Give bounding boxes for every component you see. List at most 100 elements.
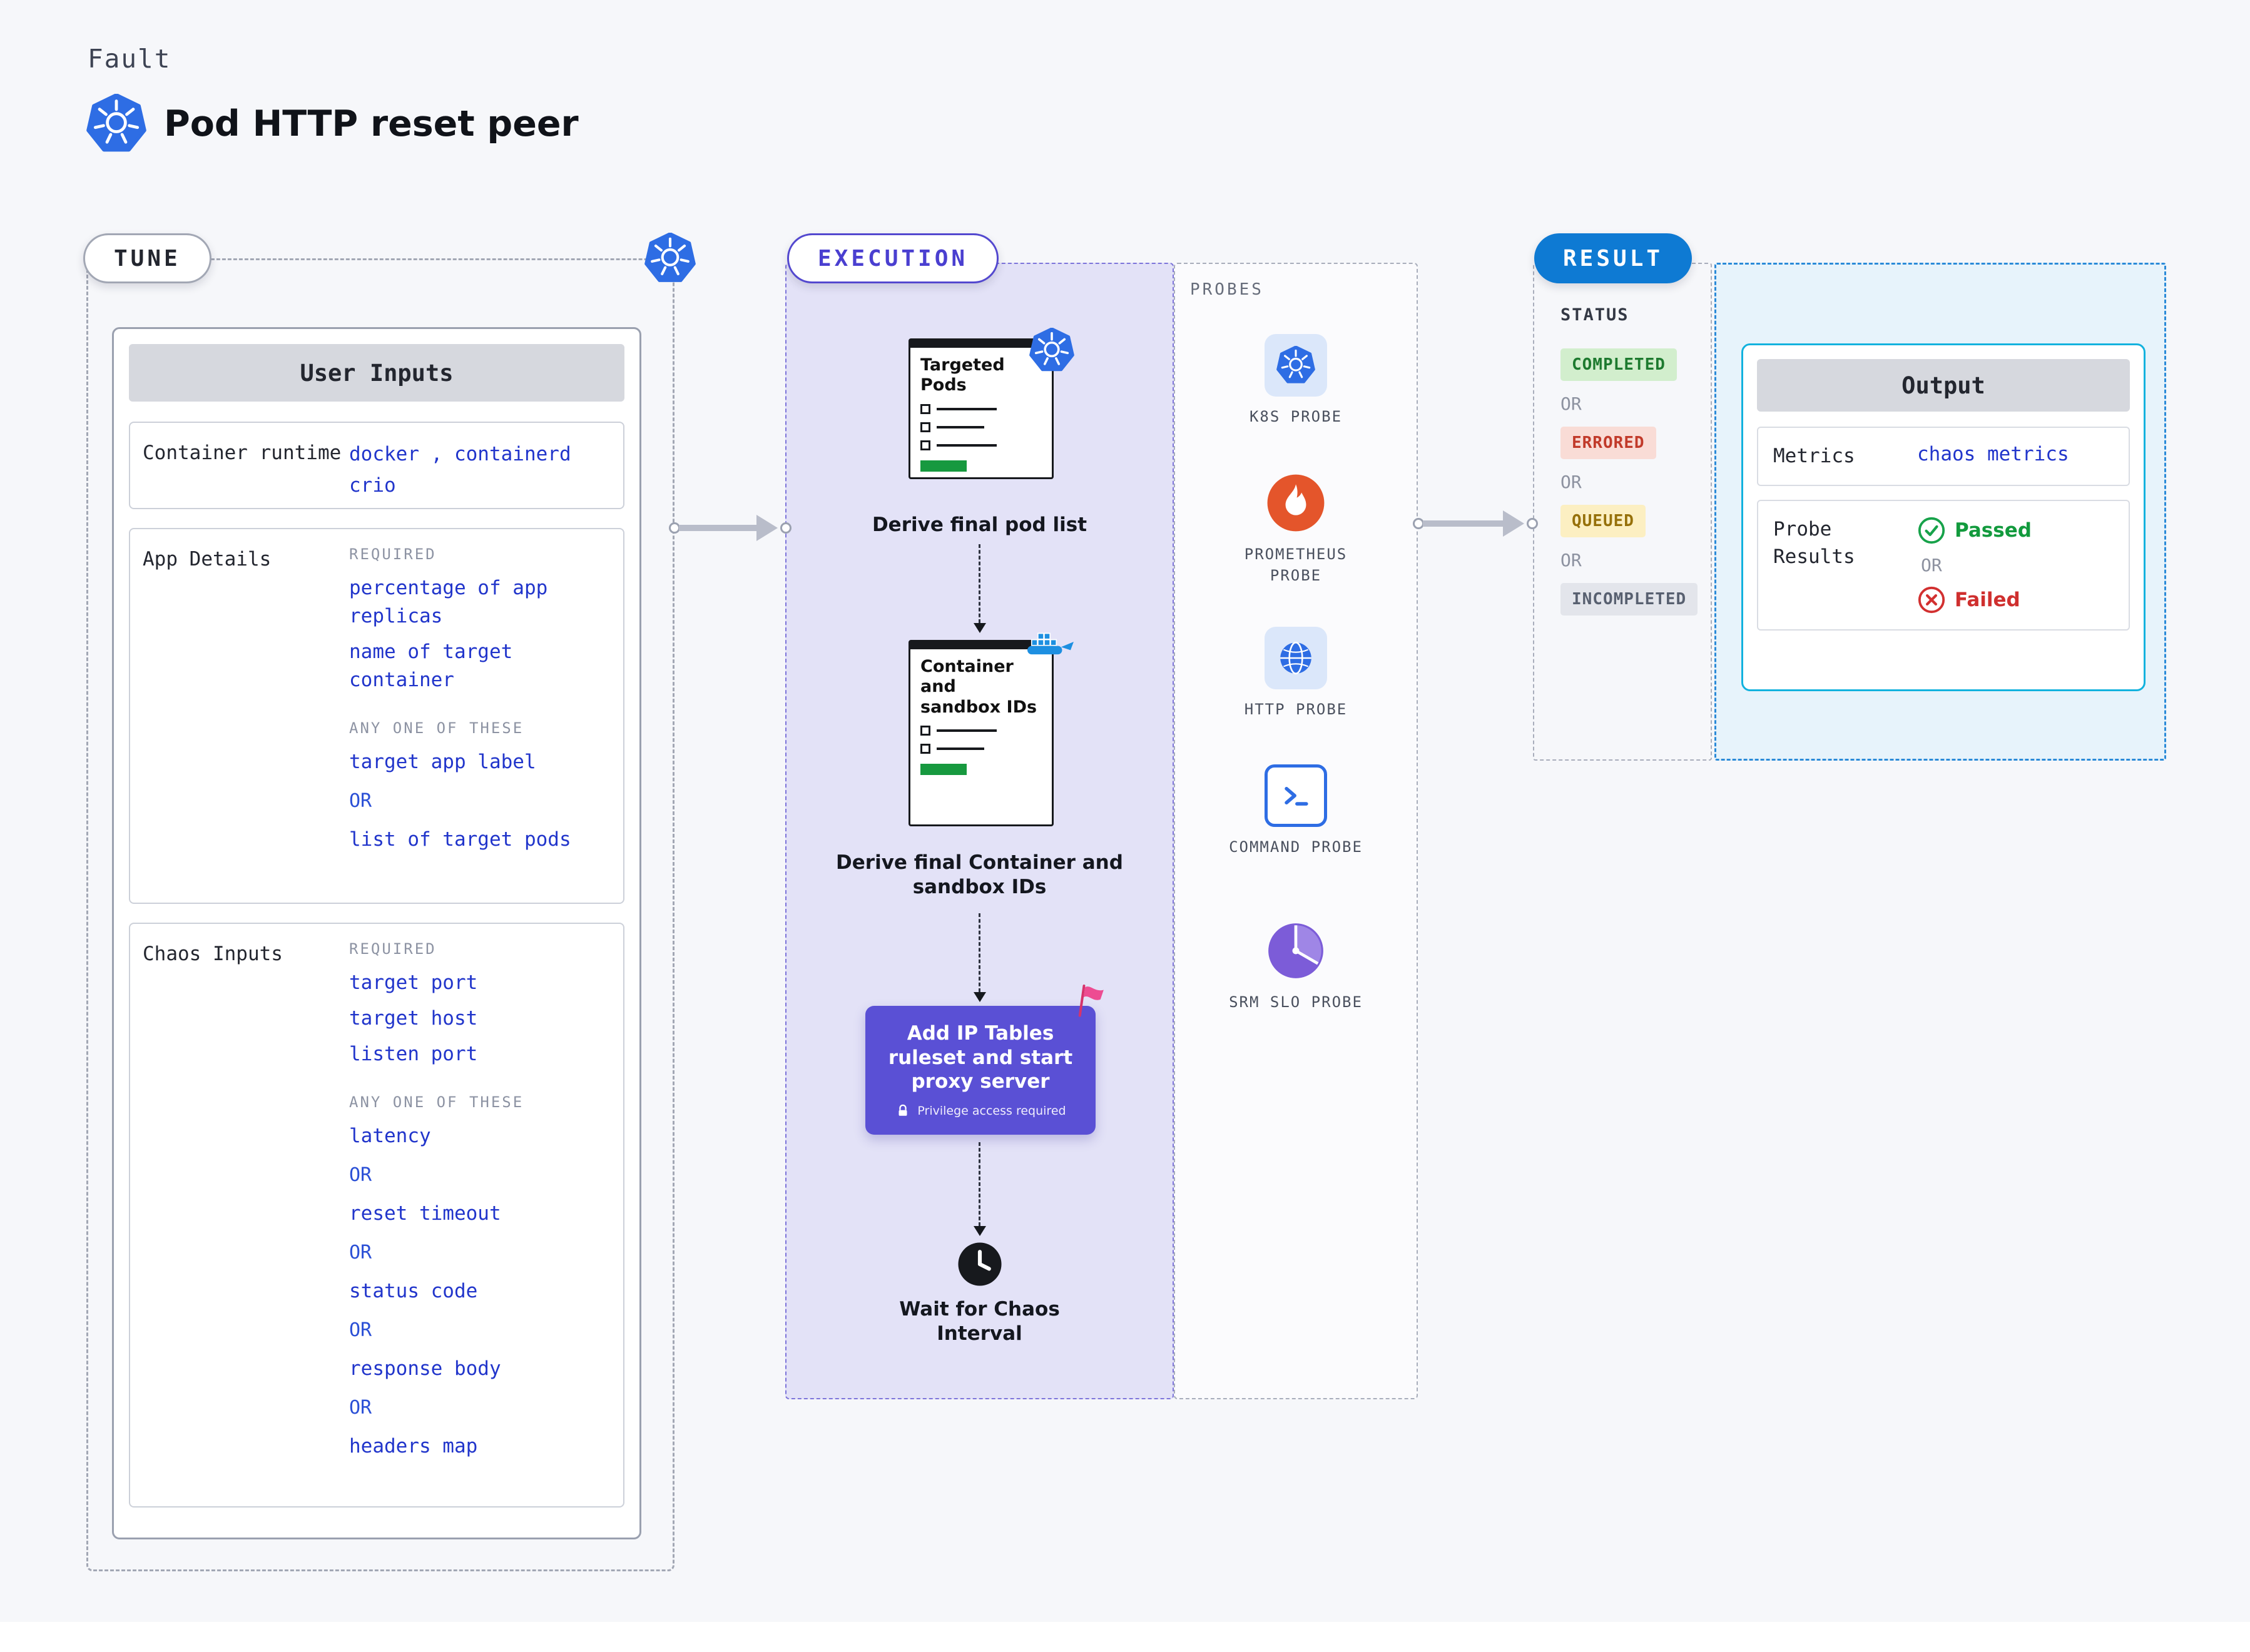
passed-label: Passed	[1955, 519, 2032, 542]
runtime-values-line1[interactable]: docker , containerd	[349, 443, 571, 465]
input-link[interactable]: list of target pods	[349, 828, 571, 851]
arrow-end-dot	[1527, 518, 1538, 529]
probe-item-srm-slo: SRM SLO PROBE	[1175, 920, 1417, 1013]
input-link[interactable]: listen port	[349, 1042, 478, 1065]
tune-to-execution-arrow	[669, 515, 792, 541]
pod-list-item	[920, 422, 1042, 432]
card-titlebar	[910, 642, 1052, 649]
input-link[interactable]: percentage of app replicas	[349, 577, 548, 627]
probe-label: PROMETHEUS PROBE	[1244, 545, 1348, 584]
app-details-label: App Details	[143, 548, 272, 570]
probe-item-command: COMMAND PROBE	[1175, 764, 1417, 858]
checkbox-icon	[920, 744, 930, 754]
required-label: REQUIRED	[349, 940, 437, 958]
lock-icon	[895, 1103, 911, 1119]
flow-connector	[973, 544, 986, 633]
container-sandbox-card: Container and sandbox IDs	[909, 640, 1054, 826]
clock-icon	[957, 1241, 1003, 1287]
input-link[interactable]: target app label	[349, 750, 536, 773]
checkbox-icon	[920, 726, 930, 736]
arrow-shaft	[1423, 520, 1504, 527]
status-heading: STATUS	[1560, 305, 1629, 325]
execution-to-result-arrow	[1413, 510, 1538, 537]
status-panel: STATUS COMPLETED OR ERRORED OR QUEUED OR…	[1533, 263, 1712, 761]
arrow-shaft	[679, 525, 758, 531]
failed-result: Failed	[1917, 585, 2032, 614]
tune-pill: TUNE	[83, 233, 211, 283]
targeted-pods-card: Targeted Pods	[909, 338, 1054, 479]
app-details-row: App Details REQUIRED percentage of app r…	[129, 528, 624, 904]
footer-strip	[0, 1622, 2250, 1652]
step-caption: Wait for Chaos Interval	[899, 1298, 1060, 1345]
or-separator: OR	[349, 789, 372, 812]
pod-list-item	[920, 403, 1042, 414]
probe-results-label: Probe Results	[1773, 518, 1855, 568]
or-separator: OR	[1921, 555, 1942, 576]
user-inputs-header: User Inputs	[129, 344, 624, 402]
user-inputs-card: User Inputs Container runtime docker , c…	[112, 327, 641, 1539]
page-title: Pod HTTP reset peer	[164, 103, 579, 144]
input-link[interactable]: status code	[349, 1279, 478, 1302]
probe-item-http: HTTP PROBE	[1175, 627, 1417, 721]
output-card: Output Metrics chaos metrics Probe Resul…	[1741, 343, 2146, 691]
prometheus-probe-icon	[1265, 472, 1327, 534]
kubernetes-icon	[1029, 328, 1074, 373]
input-link[interactable]: reset timeout	[349, 1202, 501, 1225]
docker-icon	[1024, 626, 1077, 664]
or-separator: OR	[349, 1241, 372, 1264]
output-header: Output	[1757, 359, 2130, 412]
checkbox-icon	[920, 422, 930, 432]
add-iptables-step: Add IP Tables ruleset and start proxy se…	[865, 1006, 1096, 1135]
probes-panel: PROBES K8S PROBE PROMETHEUS PROBE HTTP P…	[1174, 263, 1418, 1399]
status-badge-completed: COMPLETED	[1560, 348, 1677, 381]
chaos-metrics-link[interactable]: chaos metrics	[1917, 443, 2069, 465]
command-probe-icon	[1265, 764, 1327, 827]
probe-label: COMMAND PROBE	[1229, 838, 1363, 856]
privilege-text: Privilege access required	[917, 1104, 1066, 1118]
required-label: REQUIRED	[349, 545, 437, 563]
k8s-probe-icon	[1265, 334, 1327, 397]
flow-connector	[973, 913, 986, 1002]
probe-item-k8s: K8S PROBE	[1175, 334, 1417, 428]
input-link[interactable]: target host	[349, 1006, 478, 1030]
passed-result: Passed	[1917, 516, 2032, 545]
id-list-item	[920, 744, 1042, 754]
failed-label: Failed	[1955, 589, 2020, 612]
fault-eyebrow: Fault	[88, 44, 171, 74]
input-link[interactable]: headers map	[349, 1434, 478, 1457]
or-separator: OR	[349, 1163, 372, 1186]
execution-pill: EXECUTION	[787, 233, 999, 283]
output-region: Output Metrics chaos metrics Probe Resul…	[1714, 263, 2166, 761]
pod-list-item	[920, 440, 1042, 450]
container-runtime-label: Container runtime	[143, 442, 342, 464]
step-caption: Derive final Container and sandbox IDs	[836, 851, 1123, 898]
status-badge-errored: ERRORED	[1560, 427, 1656, 459]
input-link[interactable]: latency	[349, 1124, 431, 1147]
result-pill: RESULT	[1534, 233, 1693, 283]
probe-label: SRM SLO PROBE	[1229, 993, 1363, 1011]
arrow-end-dot	[780, 522, 792, 534]
step-button-label: Add IP Tables ruleset and start proxy se…	[888, 1021, 1073, 1093]
kubernetes-icon	[86, 94, 146, 154]
arrow-head	[756, 515, 778, 541]
page-header: Pod HTTP reset peer	[86, 94, 579, 154]
input-link[interactable]: response body	[349, 1357, 501, 1380]
id-list-item	[920, 726, 1042, 736]
execution-panel: Targeted Pods Derive final pod list Cont…	[785, 263, 1174, 1399]
chaos-inputs-row: Chaos Inputs REQUIRED target port target…	[129, 923, 624, 1508]
input-link[interactable]: name of target container	[349, 640, 513, 691]
probe-results-row: Probe Results Passed OR Failed	[1757, 500, 2130, 631]
x-circle-icon	[1917, 585, 1946, 614]
input-link[interactable]: target port	[349, 971, 478, 994]
http-probe-icon	[1265, 627, 1327, 689]
checkbox-icon	[920, 403, 930, 414]
srm-slo-probe-icon	[1265, 920, 1327, 982]
card-title: Targeted Pods	[920, 355, 1005, 395]
or-separator: OR	[1560, 550, 1582, 570]
runtime-values-line2[interactable]: crio	[349, 474, 396, 497]
probe-item-prometheus: PROMETHEUS PROBE	[1175, 472, 1417, 586]
probes-title: PROBES	[1190, 280, 1264, 299]
arrow-head	[1503, 510, 1524, 537]
or-separator: OR	[1560, 472, 1582, 492]
probe-label: K8S PROBE	[1249, 408, 1343, 425]
